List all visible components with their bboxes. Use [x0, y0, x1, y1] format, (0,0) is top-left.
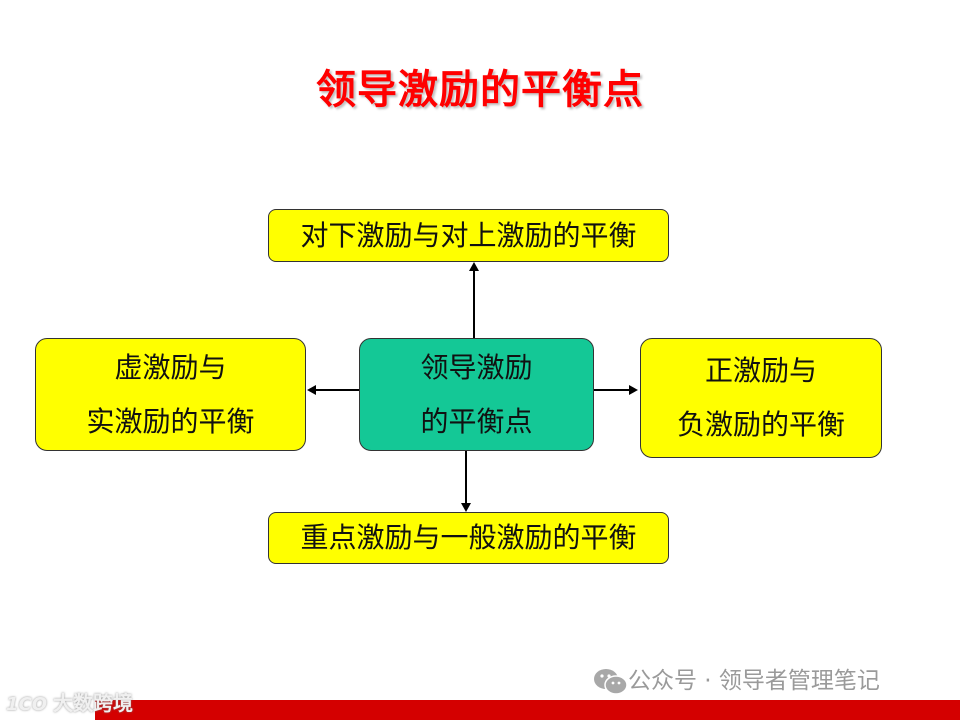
top-balance-box: 对下激励与对上激励的平衡 — [268, 209, 669, 262]
arrow-right-icon — [629, 385, 638, 395]
bottom-balance-box: 重点激励与一般激励的平衡 — [268, 512, 669, 564]
left-balance-line1: 虚激励与 — [114, 350, 227, 384]
arrow-down-icon — [461, 503, 471, 512]
center-line2: 的平衡点 — [420, 404, 533, 438]
connector-up — [473, 270, 475, 338]
bottom-balance-label: 重点激励与一般激励的平衡 — [300, 521, 637, 554]
connector-right — [594, 389, 631, 391]
watermark-text: 大数跨境 — [53, 691, 134, 715]
left-balance-line2: 实激励的平衡 — [86, 404, 255, 438]
wechat-icon — [594, 669, 628, 695]
center-box: 领导激励 的平衡点 — [359, 338, 594, 451]
connector-down — [465, 451, 467, 505]
right-balance-box: 正激励与 负激励的平衡 — [640, 338, 882, 458]
right-balance-line2: 负激励的平衡 — [676, 408, 845, 441]
diagram-title: 领导激励的平衡点 — [316, 67, 644, 113]
bottom-bar — [95, 700, 960, 720]
arrow-up-icon — [469, 262, 479, 271]
watermark-logo: 1CO — [6, 694, 48, 715]
account-label: 公众号 · 领导者管理笔记 — [628, 668, 880, 694]
center-line1: 领导激励 — [420, 350, 533, 384]
left-balance-box: 虚激励与 实激励的平衡 — [35, 338, 306, 451]
arrow-left-icon — [307, 385, 316, 395]
top-balance-label: 对下激励与对上激励的平衡 — [300, 218, 637, 252]
connector-left — [315, 389, 359, 391]
right-balance-line1: 正激励与 — [704, 354, 817, 387]
